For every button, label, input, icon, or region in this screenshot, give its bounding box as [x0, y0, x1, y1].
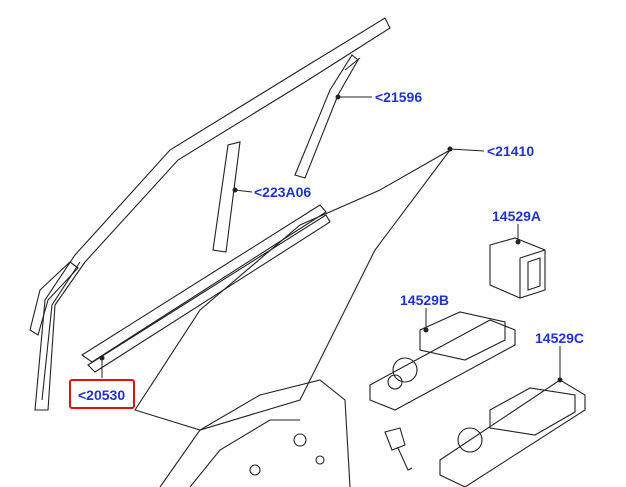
leader-dot-14529a	[515, 239, 521, 245]
leader-dot-21596	[335, 94, 341, 100]
door-glass	[134, 149, 451, 431]
belt-weatherstrip-lower	[87, 214, 331, 373]
leader-dot-223a06	[232, 187, 238, 193]
leader-dot-21410	[447, 146, 453, 152]
switch-14529a	[489, 237, 546, 299]
callout-20530[interactable]: <20530	[78, 387, 126, 403]
belt-weatherstrip	[81, 204, 327, 363]
door-frame-run	[34, 17, 391, 411]
screw	[384, 427, 413, 471]
callout-14529a[interactable]: 14529A	[492, 208, 542, 224]
switch-pack-14529b-knob-inner	[387, 374, 403, 390]
switch-14529a-face	[519, 249, 546, 298]
leader-line-223a06	[234, 189, 253, 193]
switch-pack-14529b-knob	[392, 357, 418, 383]
leader-line-21410	[449, 148, 485, 152]
leader-dot-20530	[99, 355, 105, 361]
switch-pack-14529c-knob	[457, 427, 483, 453]
callout-14529c[interactable]: 14529C	[535, 330, 585, 346]
rear-run-channel	[294, 54, 359, 179]
switch-pack-14529c	[439, 379, 586, 487]
door-inner-panel-contour	[189, 419, 300, 487]
panel-hole	[293, 433, 307, 447]
switch-pack-14529c-buttons	[489, 387, 576, 436]
leader-dot-14529c	[557, 377, 563, 383]
highlight-box	[69, 379, 135, 409]
leader-dot-14529b	[423, 327, 429, 333]
front-run-channel	[29, 261, 79, 336]
switch-pack-14529b-buttons	[419, 311, 506, 361]
rear-run-channel-tip	[344, 57, 361, 71]
callout-21410[interactable]: <21410	[487, 143, 535, 159]
panel-hole	[315, 455, 325, 465]
callout-21596[interactable]: <21596	[375, 89, 423, 105]
b-pillar-strip	[212, 141, 241, 253]
callout-14529b[interactable]: 14529B	[400, 292, 450, 308]
door-inner-panel	[159, 379, 351, 487]
callout-223a06[interactable]: <223A06	[254, 184, 312, 200]
panel-hole	[249, 464, 261, 476]
switch-pack-14529b	[369, 319, 516, 411]
